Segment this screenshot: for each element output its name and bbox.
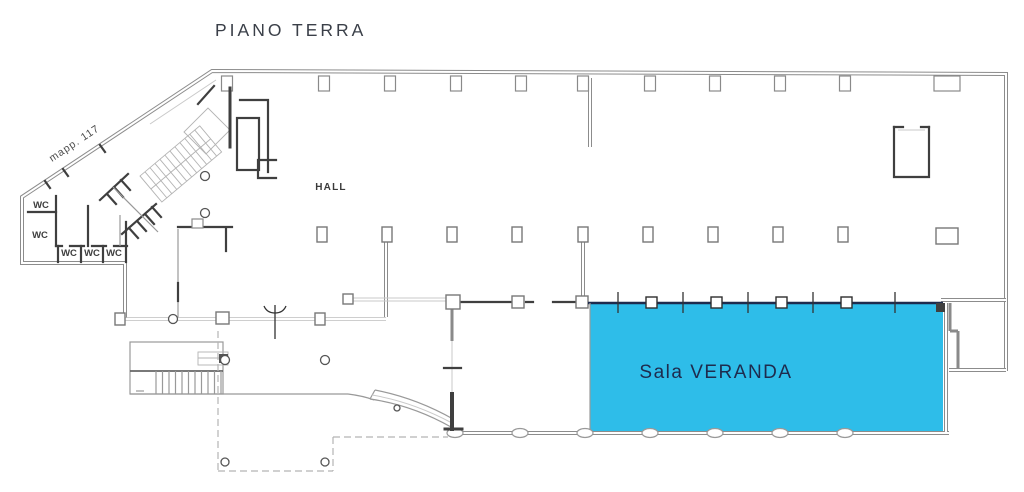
column: [320, 457, 330, 467]
entrance-ramp: [130, 389, 464, 431]
parcel-label: mapp. 117: [47, 123, 102, 165]
right-side-room: [948, 303, 960, 368]
column: [319, 354, 331, 366]
large-pillar: [935, 227, 959, 245]
column: [220, 457, 230, 467]
corner-pillar: [936, 303, 945, 312]
top-wall-pilasters: [220, 75, 961, 92]
floor-title: PIANO TERRA: [215, 20, 366, 40]
wc-label: WC: [33, 200, 49, 211]
elevator-shaft: [228, 86, 278, 180]
wc-block: WC WC WC WC WC: [26, 194, 129, 264]
column: [167, 313, 179, 325]
hall-area: HALL: [176, 170, 346, 318]
hall-label: HALL: [315, 182, 346, 193]
veranda-label: Sala VERANDA: [639, 362, 792, 383]
column: [199, 170, 211, 182]
wc-label: WC: [32, 230, 48, 241]
mid-room-walls: [342, 293, 589, 430]
wc-label: WC: [106, 248, 122, 259]
pillar-row: [316, 226, 959, 317]
wc-label: WC: [61, 248, 77, 259]
canopy-dashed-outline: [217, 331, 448, 472]
column: [219, 354, 231, 366]
entrance-door-symbol: [263, 305, 287, 339]
wc-label: WC: [84, 248, 100, 259]
column: [199, 207, 211, 219]
veranda-room-fill: [590, 303, 943, 432]
entrance-door-leaf: [196, 84, 216, 106]
sala-veranda: [590, 303, 943, 432]
column: [393, 404, 401, 412]
stairs-bottom-left: [129, 341, 229, 395]
duct-shaft: [892, 125, 931, 179]
stair-landing: [183, 107, 231, 155]
wc-fixtures: [98, 172, 163, 246]
sala-veranda-details: Sala VERANDA: [446, 292, 945, 439]
lower-window-wall: [114, 311, 386, 326]
